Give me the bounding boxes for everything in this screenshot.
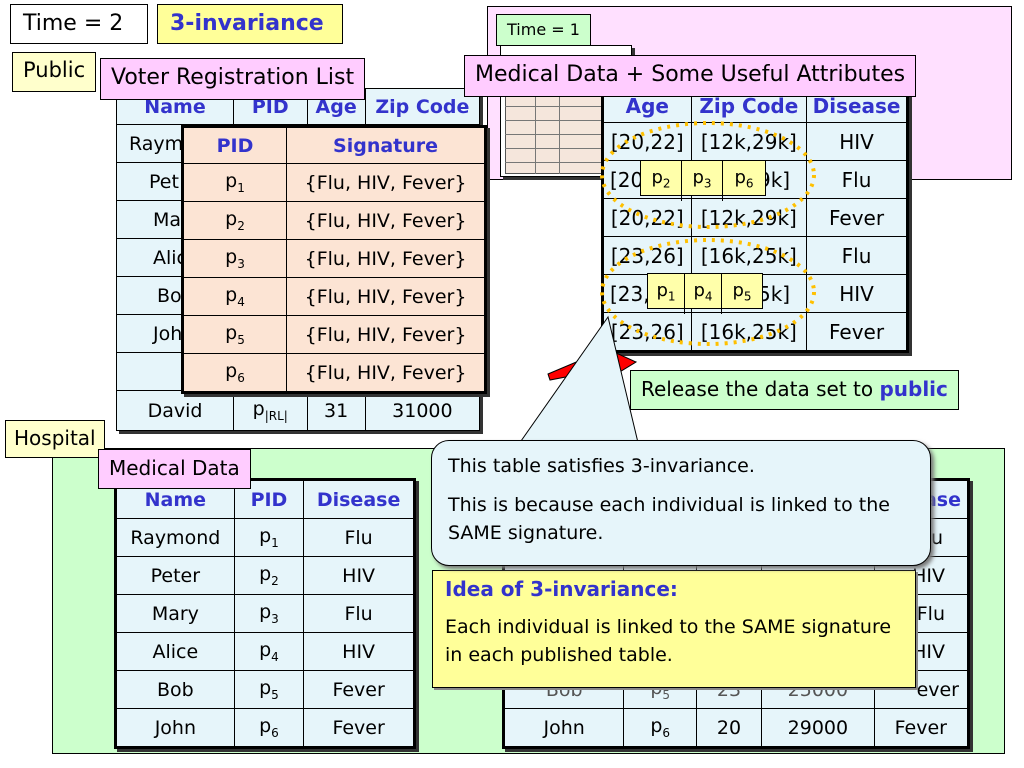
group2-ellipse	[600, 238, 816, 346]
callout-pointer	[513, 315, 641, 452]
callout-pointer-shape	[513, 315, 641, 452]
published-table-label: Medical Data + Some Useful Attributes	[464, 55, 917, 97]
med-pid: p2	[233, 556, 305, 595]
pub-disease: HIV	[806, 274, 907, 313]
sig-pid: p6	[182, 353, 288, 392]
sig-value: {Flu, HIV, Fever}	[286, 239, 485, 278]
pub-disease: Flu	[806, 236, 907, 275]
med-disease: Fever	[303, 670, 414, 709]
callout-line1: This table satisfies 3-invariance.	[448, 455, 755, 477]
hospital-medical-label: Medical Data	[98, 449, 251, 489]
mini-rows	[505, 134, 629, 135]
voter-pid-david: p|RL|	[233, 390, 308, 431]
med-name: Raymond	[116, 518, 235, 557]
med-pid: p5	[233, 670, 305, 709]
public-label: Public	[12, 52, 97, 92]
hr-disease: Fever	[873, 708, 969, 747]
sig-value: {Flu, HIV, Fever}	[286, 315, 485, 354]
med-disease: HIV	[303, 632, 414, 671]
med-name: Peter	[116, 556, 235, 595]
sig-value: {Flu, HIV, Fever}	[286, 277, 485, 316]
sig-pid: p1	[182, 163, 288, 202]
med-disease: HIV	[303, 556, 414, 595]
mini-rows	[505, 148, 629, 149]
idea-title: Idea of 3-invariance:	[445, 577, 678, 601]
mini-rows	[505, 162, 629, 163]
mini-rows	[505, 120, 629, 121]
pid-cell: p1	[648, 274, 685, 314]
mini-rows	[505, 106, 629, 107]
col-pid: PID	[182, 127, 288, 164]
idea-box: Idea of 3-invariance: Each individual is…	[432, 570, 916, 688]
hr-zip: 29000	[761, 708, 875, 747]
pid-cell: p2	[641, 161, 682, 201]
pub-age: [23,26]	[603, 312, 692, 351]
signature-table: PID Signature p1{Flu, HIV, Fever} p2{Flu…	[181, 125, 487, 394]
group1-ellipse	[600, 121, 816, 229]
pub-disease: Fever	[806, 312, 907, 351]
med-disease: Fever	[303, 708, 414, 747]
time1-label: Time = 1	[496, 14, 591, 46]
release-text: Release the data set to	[641, 377, 880, 401]
sig-pid: p5	[182, 315, 288, 354]
med-name: Bob	[116, 670, 235, 709]
med-name: Mary	[116, 594, 235, 633]
pub-disease: HIV	[806, 122, 907, 161]
sig-pid: p2	[182, 201, 288, 240]
group-ellipses	[600, 121, 816, 346]
col-disease: Disease	[303, 480, 414, 519]
hospital-label: Hospital	[5, 420, 105, 458]
med-pid: p4	[233, 632, 305, 671]
hr-age: 20	[695, 708, 763, 747]
med-disease: Flu	[303, 518, 414, 557]
time-label: Time = 2	[10, 4, 148, 44]
release-label: Release the data set to public	[630, 370, 959, 410]
col-signature: Signature	[286, 127, 485, 164]
callout-line2: This is because each individual is linke…	[448, 494, 890, 544]
sig-value: {Flu, HIV, Fever}	[286, 353, 485, 392]
col-zip: Zip Code	[364, 88, 481, 125]
med-pid: p6	[233, 708, 305, 747]
callout-bubble: This table satisfies 3-invariance. This …	[431, 440, 931, 566]
med-name: John	[116, 708, 235, 747]
mini-col	[559, 96, 560, 174]
voter-age-david: 31	[306, 390, 366, 431]
voter-name-david: David	[115, 390, 235, 431]
pid-cell: p3	[682, 161, 723, 201]
sig-value: {Flu, HIV, Fever}	[286, 201, 485, 240]
callout-pointer-cover	[514, 441, 638, 445]
sig-pid: p3	[182, 239, 288, 278]
voter-zip-david: 31000	[364, 390, 481, 431]
release-emph: public	[879, 377, 948, 401]
sig-pid: p4	[182, 277, 288, 316]
med-name: Alice	[116, 632, 235, 671]
hr-name: John	[503, 708, 625, 747]
pub-disease: Flu	[806, 160, 907, 199]
pub-zip: [16k,25k]	[690, 312, 808, 351]
hr-pid: p6	[623, 708, 697, 747]
pid-cell: p6	[734, 167, 754, 191]
pid-cell: p5	[732, 280, 752, 304]
mini-col	[535, 96, 536, 174]
pid-cell: p4	[685, 274, 722, 314]
med-pid: p1	[233, 518, 305, 557]
voter-registration-label: Voter Registration List	[100, 58, 366, 100]
hr-disease: ever	[873, 670, 969, 709]
sig-value: {Flu, HIV, Fever}	[286, 163, 485, 202]
pub-age: [20,22]	[603, 122, 692, 161]
pub-age: [20,22]	[603, 198, 692, 237]
med-disease: Flu	[303, 594, 414, 633]
pub-disease: Fever	[806, 198, 907, 237]
slide-title: 3-invariance	[157, 4, 343, 44]
idea-body: Each individual is linked to the SAME si…	[445, 616, 892, 666]
med-pid: p3	[233, 594, 305, 633]
